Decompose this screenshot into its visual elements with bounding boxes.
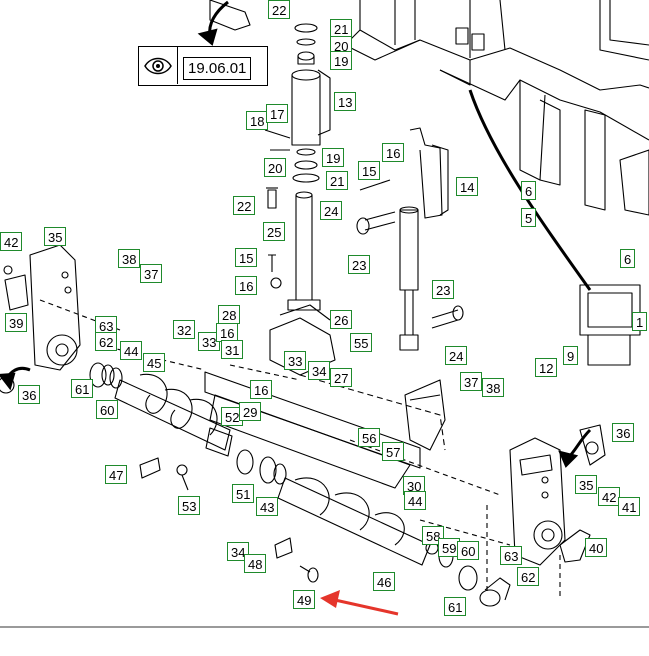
part-label-26[interactable]: 26: [330, 310, 353, 329]
part-label-17[interactable]: 17: [266, 104, 289, 123]
part-label-25[interactable]: 25: [263, 222, 286, 241]
part-label-16[interactable]: 16: [250, 380, 273, 399]
reference-box: 19.06.01: [138, 46, 268, 86]
red-arrow-icon: [320, 590, 399, 616]
part-label-61[interactable]: 61: [71, 379, 94, 398]
part-label-1[interactable]: 1: [632, 312, 648, 331]
part-label-48[interactable]: 48: [244, 554, 267, 573]
part-label-44[interactable]: 44: [404, 491, 427, 510]
part-label-62[interactable]: 62: [517, 567, 540, 586]
part-label-37[interactable]: 37: [140, 264, 163, 283]
reference-page-number[interactable]: 19.06.01: [183, 57, 252, 80]
part-label-39[interactable]: 39: [5, 313, 28, 332]
part-label-12[interactable]: 12: [535, 358, 558, 377]
part-label-27[interactable]: 27: [330, 368, 353, 387]
part-label-52[interactable]: 52: [221, 407, 244, 426]
part-label-19[interactable]: 19: [330, 51, 353, 70]
part-label-38[interactable]: 38: [118, 249, 141, 268]
part-label-9[interactable]: 9: [563, 346, 579, 365]
part-label-21[interactable]: 21: [330, 19, 353, 38]
part-label-24[interactable]: 24: [320, 201, 343, 220]
part-label-16[interactable]: 16: [216, 323, 239, 342]
part-label-55[interactable]: 55: [350, 333, 373, 352]
part-label-33[interactable]: 33: [284, 351, 307, 370]
part-label-33[interactable]: 33: [198, 332, 221, 351]
part-label-63[interactable]: 63: [95, 316, 118, 335]
part-label-44[interactable]: 44: [120, 341, 143, 360]
part-label-15[interactable]: 15: [235, 248, 258, 267]
part-label-51[interactable]: 51: [232, 484, 255, 503]
part-label-6[interactable]: 6: [521, 181, 537, 200]
part-label-22[interactable]: 22: [268, 0, 291, 19]
part-label-19[interactable]: 19: [322, 148, 345, 167]
part-label-56[interactable]: 56: [358, 428, 381, 447]
part-label-57[interactable]: 57: [382, 442, 405, 461]
part-label-63[interactable]: 63: [500, 546, 523, 565]
part-label-23[interactable]: 23: [348, 255, 371, 274]
part-label-5[interactable]: 5: [521, 208, 537, 227]
part-label-14[interactable]: 14: [456, 177, 479, 196]
part-label-36[interactable]: 36: [18, 385, 41, 404]
part-label-38[interactable]: 38: [482, 378, 505, 397]
part-label-29[interactable]: 29: [239, 402, 262, 421]
part-label-16[interactable]: 16: [382, 143, 405, 162]
part-label-20[interactable]: 20: [330, 36, 353, 55]
bottom-divider: [0, 626, 649, 628]
part-label-40[interactable]: 40: [585, 538, 608, 557]
part-label-42[interactable]: 42: [598, 487, 621, 506]
part-label-41[interactable]: 41: [618, 497, 641, 516]
part-label-53[interactable]: 53: [178, 496, 201, 515]
part-label-32[interactable]: 32: [173, 320, 196, 339]
part-label-62[interactable]: 62: [95, 332, 118, 351]
part-label-30[interactable]: 30: [403, 476, 426, 495]
eye-icon: [139, 47, 178, 84]
part-label-28[interactable]: 28: [218, 305, 241, 324]
part-label-20[interactable]: 20: [264, 158, 287, 177]
part-label-49[interactable]: 49: [293, 590, 316, 609]
part-label-47[interactable]: 47: [105, 465, 128, 484]
part-label-45[interactable]: 45: [143, 353, 166, 372]
part-label-22[interactable]: 22: [233, 196, 256, 215]
part-label-36[interactable]: 36: [612, 423, 635, 442]
part-label-37[interactable]: 37: [460, 372, 483, 391]
part-label-31[interactable]: 31: [221, 340, 244, 359]
part-label-16[interactable]: 16: [235, 276, 258, 295]
part-label-13[interactable]: 13: [334, 92, 357, 111]
part-label-60[interactable]: 60: [457, 541, 480, 560]
part-label-34[interactable]: 34: [227, 542, 250, 561]
part-label-46[interactable]: 46: [373, 572, 396, 591]
part-label-61[interactable]: 61: [444, 597, 467, 616]
part-label-6[interactable]: 6: [620, 249, 636, 268]
part-label-42[interactable]: 42: [0, 232, 23, 251]
part-label-15[interactable]: 15: [358, 161, 381, 180]
part-label-60[interactable]: 60: [96, 400, 119, 419]
part-label-23[interactable]: 23: [432, 280, 455, 299]
part-label-35[interactable]: 35: [44, 227, 67, 246]
part-label-24[interactable]: 24: [445, 346, 468, 365]
part-label-34[interactable]: 34: [308, 361, 331, 380]
part-label-21[interactable]: 21: [326, 171, 349, 190]
part-label-43[interactable]: 43: [256, 497, 279, 516]
part-label-35[interactable]: 35: [575, 475, 598, 494]
